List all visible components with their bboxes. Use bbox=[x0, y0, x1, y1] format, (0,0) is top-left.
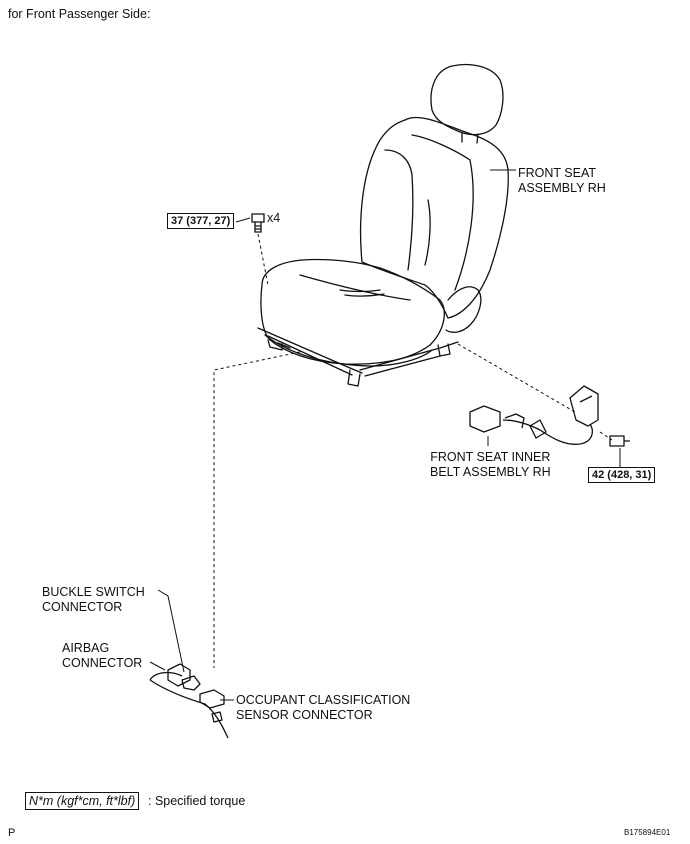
leader-airbag bbox=[149, 661, 166, 671]
footer-marker: P bbox=[8, 827, 16, 839]
buckle-slot bbox=[579, 395, 593, 403]
harness bbox=[149, 679, 229, 739]
buckle-head bbox=[569, 385, 599, 427]
belt-connector-2 bbox=[504, 413, 525, 429]
label-buckle-switch-connector: BUCKLE SWITCH CONNECTOR bbox=[42, 585, 145, 615]
seatback bbox=[359, 116, 509, 319]
seat-rail-2 bbox=[359, 341, 459, 377]
rail-foot-3 bbox=[437, 343, 451, 357]
seat-bolt-shank bbox=[254, 222, 262, 233]
leader-buckle bbox=[157, 589, 185, 673]
belt-clip bbox=[529, 419, 547, 439]
label-line: OCCUPANT CLASSIFICATION bbox=[236, 693, 411, 707]
guide-seat-bolt bbox=[257, 233, 269, 286]
headrest-post bbox=[461, 132, 479, 144]
guide-belt bbox=[457, 343, 576, 413]
page-title: for Front Passenger Side: bbox=[8, 7, 151, 21]
label-line: BUCKLE SWITCH bbox=[42, 585, 145, 599]
leader-seat-bolt bbox=[235, 217, 251, 223]
buckle-conn bbox=[181, 675, 201, 691]
torque-seat-bolt: 37 (377, 27) bbox=[167, 213, 235, 229]
seat-bolt-head bbox=[251, 213, 265, 223]
guide-belt-bolt bbox=[599, 431, 613, 441]
figure-code: B175894E01 bbox=[624, 828, 671, 837]
rail-foot bbox=[267, 339, 283, 351]
headrest bbox=[430, 63, 504, 136]
label-line: CONNECTOR bbox=[62, 656, 143, 670]
guide-harness bbox=[213, 351, 301, 668]
cushion-detail bbox=[339, 289, 385, 297]
label-line: BELT ASSEMBLY RH bbox=[430, 465, 551, 479]
legend-torque-unit: N*m (kgf*cm, ft*lbf) bbox=[25, 792, 140, 810]
harness-clip bbox=[211, 711, 223, 723]
label-line: FRONT SEAT bbox=[518, 166, 597, 180]
seat-bolt-qty: x4 bbox=[267, 211, 281, 225]
torque-belt-bolt: 42 (428, 31) bbox=[588, 467, 656, 483]
belt-cable bbox=[502, 419, 593, 445]
cushion-front bbox=[264, 334, 433, 367]
harness-2 bbox=[149, 671, 183, 681]
label-front-seat-assembly: FRONT SEAT ASSEMBLY RH bbox=[518, 166, 606, 196]
belt-bolt bbox=[609, 435, 630, 447]
seatback-seam bbox=[411, 134, 474, 291]
label-occupant-classification-connector: OCCUPANT CLASSIFICATION SENSOR CONNECTOR bbox=[236, 693, 410, 723]
airbag-conn bbox=[167, 663, 191, 687]
belt-connector bbox=[469, 405, 501, 433]
legend-description: : Specified torque bbox=[148, 794, 246, 808]
label-line: ASSEMBLY RH bbox=[518, 181, 606, 195]
seat-rail bbox=[257, 327, 363, 376]
label-line: SENSOR CONNECTOR bbox=[236, 708, 373, 722]
cushion-seam bbox=[299, 274, 411, 301]
label-line: AIRBAG bbox=[62, 641, 110, 655]
seat-cushion bbox=[260, 258, 445, 365]
label-airbag-connector: AIRBAG CONNECTOR bbox=[62, 641, 142, 671]
seatback-seam-2 bbox=[384, 149, 414, 271]
label-inner-belt-assembly: FRONT SEAT INNER BELT ASSEMBLY RH bbox=[430, 450, 551, 480]
seatback-crease bbox=[424, 199, 431, 266]
occupant-conn bbox=[199, 689, 225, 709]
label-line: FRONT SEAT INNER bbox=[430, 450, 551, 464]
rail-foot-2 bbox=[347, 369, 361, 387]
label-line: CONNECTOR bbox=[42, 600, 123, 614]
side-bolster bbox=[445, 286, 482, 333]
